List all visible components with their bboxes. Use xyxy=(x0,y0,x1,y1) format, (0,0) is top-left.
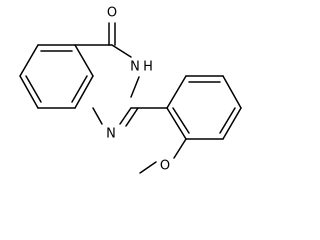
double-bond-inner xyxy=(219,107,236,134)
bond xyxy=(222,75,242,109)
ether-bond xyxy=(173,138,187,159)
bond xyxy=(19,44,39,77)
bond xyxy=(111,44,132,58)
bond xyxy=(130,76,140,98)
bond xyxy=(166,75,187,109)
double-bond-inner xyxy=(125,107,139,127)
pyrimidinone-ring xyxy=(74,22,140,127)
bond xyxy=(74,44,94,77)
quinazolinone-structure-diagram: O N H N O xyxy=(19,6,242,174)
nh-nitrogen-label: N xyxy=(130,60,140,75)
bond xyxy=(119,107,132,125)
double-bond-inner xyxy=(25,75,42,103)
bond xyxy=(74,75,94,109)
nh-hydrogen-label: H xyxy=(143,60,153,75)
double-bond-inner xyxy=(172,107,190,134)
bond xyxy=(92,107,103,125)
double-bond-inner xyxy=(71,75,88,103)
benzo-ring xyxy=(19,44,94,109)
bond xyxy=(222,107,242,140)
bond xyxy=(166,107,187,140)
bond xyxy=(19,75,39,109)
ether-oxygen-label: O xyxy=(160,159,170,174)
carbonyl-oxygen-label: O xyxy=(107,6,117,21)
ring-nitrogen-label: N xyxy=(106,127,116,142)
methoxyphenyl-ring xyxy=(166,75,242,140)
methyl-bond xyxy=(139,161,157,174)
